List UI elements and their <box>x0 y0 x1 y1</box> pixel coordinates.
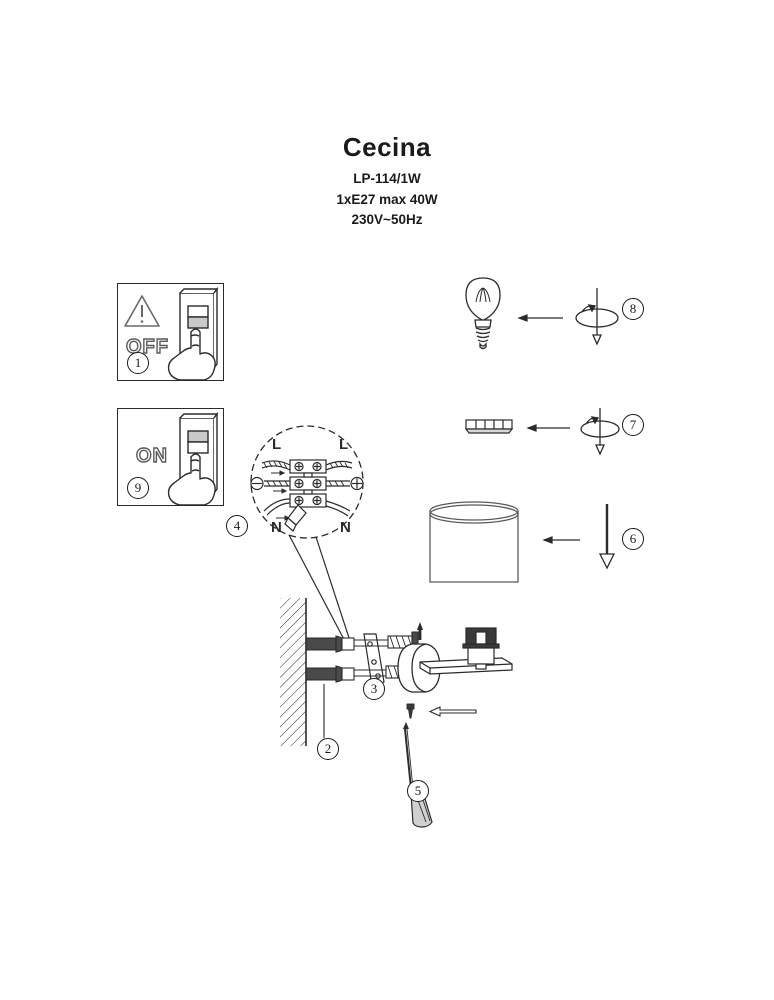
switch-state-label-on: ON <box>135 444 168 467</box>
arrow-up-icon <box>417 622 423 640</box>
switch-panel-on: ON 9 <box>117 408 224 506</box>
wall-mount-art <box>280 598 513 746</box>
terminal-label-L-left: L <box>272 436 281 453</box>
step-marker-8: 8 <box>622 298 644 320</box>
bulb-assembly <box>445 277 625 363</box>
terminal-label-N-left: N <box>271 519 282 536</box>
hand-icon <box>167 328 216 381</box>
bulb-icon <box>465 277 501 350</box>
product-header: Cecina LP-114/1W 1xE27 max 40W 230V~50Hz <box>0 134 774 231</box>
rotate-arrow-icon <box>580 408 620 456</box>
wiring-detail-callout: L L N N <box>240 425 375 655</box>
step-marker-2: 2 <box>317 738 339 760</box>
callout-leader <box>287 532 353 648</box>
screwdriver-art <box>403 722 433 828</box>
wall-mount-assembly <box>280 598 525 763</box>
screwdriver-tip-icon <box>284 504 307 532</box>
hand-icon <box>167 453 216 506</box>
rotate-arrow-icon <box>575 288 619 346</box>
wall-base-plate-icon <box>397 643 441 693</box>
wall-anchor-icon <box>305 635 355 683</box>
wires <box>261 460 353 517</box>
lamp-spec: 1xE27 max 40W <box>336 191 438 207</box>
small-screw-icon <box>406 703 415 719</box>
terminal-blocks <box>289 459 327 508</box>
step-marker-3: 3 <box>363 678 385 700</box>
voltage-spec: 230V~50Hz <box>351 212 423 228</box>
lamp-socket-icon <box>462 627 500 670</box>
switch-panel-off: OFF 1 <box>117 283 224 381</box>
step-marker-7: 7 <box>622 414 644 436</box>
screwdriver-assembly <box>378 718 438 828</box>
terminal-label-L-right: L <box>339 436 348 453</box>
terminal-label-N-right: N <box>340 519 351 536</box>
screwdriver-icon <box>403 722 433 828</box>
terminal-screws <box>294 461 322 506</box>
bulb-art <box>465 277 619 350</box>
switch-panel-off-art <box>124 286 219 381</box>
ring-assembly <box>460 408 625 463</box>
arrow-left-icon <box>542 536 580 544</box>
step-marker-5: 5 <box>407 780 429 802</box>
step-marker-4: 4 <box>226 515 248 537</box>
retaining-ring-icon <box>464 419 514 434</box>
earth-symbols <box>250 476 364 491</box>
wall-icon <box>280 598 307 746</box>
step-marker-6: 6 <box>622 528 644 550</box>
warning-triangle-icon <box>124 295 160 327</box>
wiring-detail-art: L L N N <box>250 425 364 648</box>
arrow-up-icon <box>403 722 409 729</box>
shade-art <box>429 501 616 583</box>
lamp-shade-icon <box>429 501 519 583</box>
page-title: Cecina <box>342 132 432 162</box>
arrow-left-icon <box>517 314 563 322</box>
wire-direction-arrows <box>271 470 291 521</box>
arrow-left-icon <box>428 706 477 717</box>
model-code: LP-114/1W <box>353 171 421 186</box>
shade-assembly <box>422 498 622 593</box>
ring-art <box>464 408 620 456</box>
mounting-screw-icon <box>354 631 419 683</box>
arrow-left-icon <box>526 424 570 432</box>
step-marker-9: 9 <box>127 477 149 499</box>
arrow-down-icon <box>598 504 616 570</box>
switch-panel-on-art <box>167 411 219 506</box>
step-marker-1: 1 <box>127 352 149 374</box>
